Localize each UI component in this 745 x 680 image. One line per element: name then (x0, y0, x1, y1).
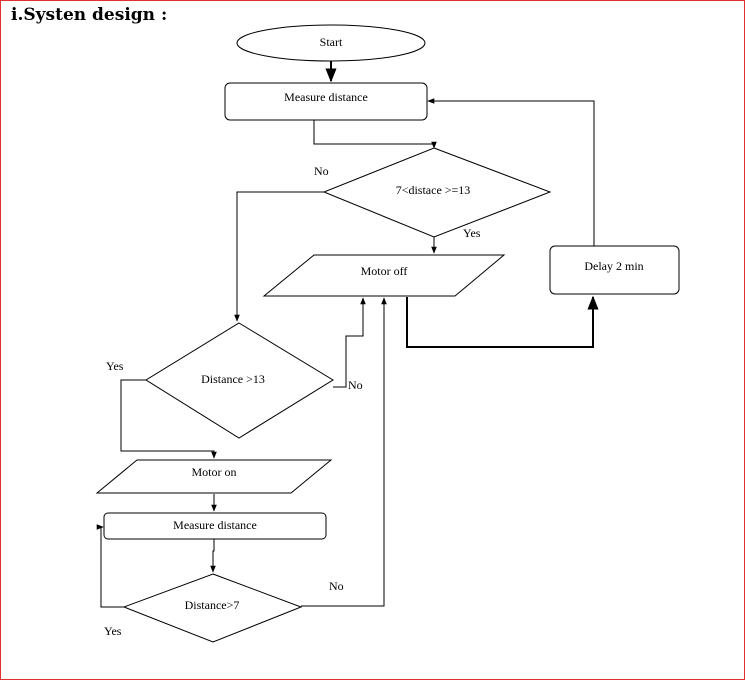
measure-distance-2-box (103, 512, 327, 540)
decision-distance-gt13-diamond (145, 322, 334, 439)
delay-label: Delay 2 min (584, 259, 643, 273)
measure-distance-label: Measure distance (284, 90, 368, 104)
page-title: i.Systen design : (11, 5, 168, 25)
decision-distance-gt13-label: Distance >13 (201, 372, 265, 386)
edge-decision2-no-to-motor-off (333, 297, 366, 388)
decision-distance-gt7-label: Distance>7 (185, 598, 240, 612)
decision3-yes-label: Yes (104, 624, 122, 638)
edge-delay-to-measure (427, 98, 595, 246)
edge-decision2-yes-to-motor-on (120, 379, 217, 459)
edge-decision1-no-to-decision2 (234, 191, 324, 322)
decision1-no-label: No (314, 164, 329, 178)
edge-measure-to-decision1 (313, 120, 437, 149)
decision3-no-label: No (329, 579, 344, 593)
motor-off-box (262, 254, 506, 297)
decision2-yes-label: Yes (106, 359, 124, 373)
delay-box (549, 245, 680, 295)
measure-distance-box (224, 82, 428, 121)
start-terminal (236, 24, 426, 62)
start-label: Start (320, 35, 343, 49)
edge-decision3-no-to-motor-off (301, 297, 387, 607)
decision-range-label: 7<distace >=13 (396, 183, 471, 197)
edge-motor-off-to-delay (406, 295, 599, 348)
motor-off-label: Motor off (361, 264, 408, 278)
motor-on-box (95, 459, 333, 494)
decision2-no-label: No (348, 378, 363, 392)
motor-on-label: Motor on (192, 465, 237, 479)
decision-distance-gt7-diamond (122, 573, 303, 643)
edge-decision3-yes-to-measure2 (96, 524, 124, 608)
decision1-yes-label: Yes (463, 226, 481, 240)
measure-distance-2-label: Measure distance (173, 518, 257, 532)
decision-range-diamond (322, 147, 552, 238)
edge-measure2-to-decision3 (210, 539, 216, 573)
